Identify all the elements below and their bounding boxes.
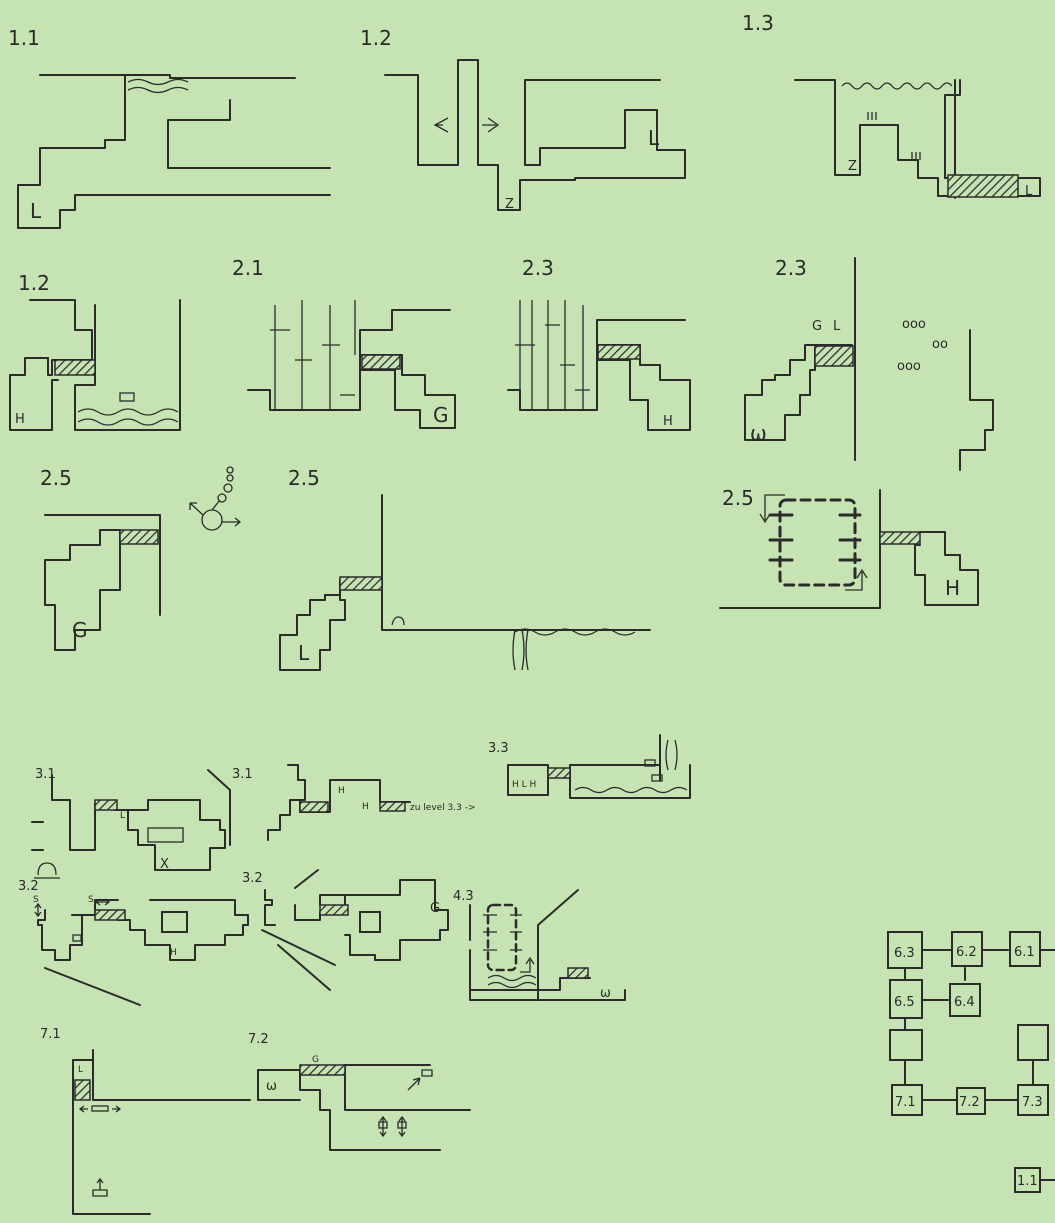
map-node-label: 1.1: [1017, 1174, 1038, 1189]
map-node-6-5: 6.5: [890, 980, 922, 1018]
sketch-label: 4.3: [453, 889, 474, 904]
sketch-1-3: 1.3 Z L: [742, 11, 1040, 199]
map-node-label: 6.1: [1014, 945, 1035, 960]
letter: H: [15, 412, 25, 427]
sketch-1-2-top: 1.2 L Z: [360, 26, 685, 212]
level-map: 6.3 6.2 6.1 6.5 6.4 7.1: [888, 932, 1055, 1192]
sketch-label: 3.2: [242, 871, 263, 886]
sketch-2-5c: 2.5 H: [720, 486, 978, 608]
letter: G: [312, 1055, 319, 1065]
map-node-1-1: 1.1: [1015, 1168, 1040, 1192]
map-node-6-2: 6.2: [952, 932, 982, 966]
dots: ooo: [902, 317, 926, 332]
sketch-label: 3.3: [488, 741, 509, 756]
letter: ω: [750, 421, 767, 445]
sketch-2-5a: 2.5 G: [40, 466, 240, 650]
sketch-label: 2.5: [40, 466, 72, 490]
letter: H: [663, 414, 673, 429]
letter: L: [648, 126, 660, 150]
letter: ω: [266, 1079, 277, 1094]
letter: H L H: [512, 780, 536, 790]
letter: G: [72, 618, 88, 642]
sketch-label: 1.3: [742, 11, 774, 35]
letter: G: [433, 403, 449, 427]
sketch-label: 1.2: [360, 26, 392, 50]
map-node-blank-right: [1018, 1025, 1048, 1060]
map-node-label: 6.5: [894, 995, 915, 1010]
sketch-3-2b: 3.2 G: [242, 870, 448, 990]
letter: L: [833, 319, 841, 334]
dots: ooo: [897, 359, 921, 374]
sketch-label: 1.2: [18, 271, 50, 295]
sketch-label: 2.3: [522, 256, 554, 280]
map-node-label: 6.4: [954, 995, 975, 1010]
sketch-2-5b: 2.5 L: [280, 466, 650, 670]
dots: oo: [932, 337, 948, 352]
map-node-label: 7.1: [895, 1095, 916, 1110]
sketch-7-2: 7.2 G ω: [248, 1032, 470, 1150]
sketch-3-1b: 3.1 H H zu level 3.3 ->: [232, 765, 476, 840]
map-node-blank-left: [890, 1030, 922, 1060]
letter: L: [120, 811, 125, 821]
letter: H: [945, 576, 960, 600]
sketch-label: 2.5: [288, 466, 320, 490]
map-node-label: 7.2: [959, 1095, 980, 1110]
sketch-2-1: 2.1 G: [232, 256, 455, 428]
annotation: zu level 3.3 ->: [410, 803, 476, 813]
sketch-label: 1.1: [8, 26, 40, 50]
letter: Z: [505, 197, 514, 212]
sketch-1-2-mid: 1.2 H: [10, 271, 180, 430]
sketch-3-2a: 3.2 S S H: [18, 879, 248, 1005]
map-node-6-1: 6.1: [1010, 932, 1040, 966]
map-node-6-4: 6.4: [950, 984, 980, 1016]
sketch-3-1a: 3.1 L X: [32, 767, 230, 878]
letter: S: [88, 895, 94, 905]
letter: G: [430, 901, 440, 916]
sketch-2-3a: 2.3 H: [508, 256, 690, 430]
sketch-2-3b: 2.3 G L ω ooo oo ooo: [745, 256, 993, 470]
sketch-1-1: 1.1 L: [8, 26, 330, 228]
map-node-label: 7.3: [1022, 1095, 1043, 1110]
letter: L: [298, 641, 310, 665]
sketch-4-3: 4.3 ω: [453, 889, 625, 1001]
sketch-label: 3.2: [18, 879, 39, 894]
sketch-label: 3.1: [232, 767, 253, 782]
sketch-label: 2.5: [722, 486, 754, 510]
letter: L: [1025, 184, 1033, 199]
map-node-6-3: 6.3: [888, 932, 922, 968]
letter: G: [812, 319, 822, 334]
sketch-label: 7.1: [40, 1027, 61, 1042]
map-node-label: 6.2: [956, 945, 977, 960]
letter: X: [160, 857, 169, 872]
map-node-7-2: 7.2: [957, 1088, 985, 1114]
letter: H: [362, 802, 369, 812]
sketch-3-3: 3.3 H L H: [488, 735, 690, 798]
letter: ω: [600, 986, 611, 1001]
letter: H: [338, 786, 345, 796]
sketch-label: 2.3: [775, 256, 807, 280]
letter: L: [30, 199, 42, 223]
map-node-label: 6.3: [894, 946, 915, 961]
map-node-7-1: 7.1: [892, 1085, 922, 1115]
letter: L: [78, 1065, 83, 1075]
sketch-label: 2.1: [232, 256, 264, 280]
map-node-7-3: 7.3: [1018, 1085, 1048, 1115]
sketch-label: 7.2: [248, 1032, 269, 1047]
letter: Z: [848, 159, 857, 174]
sketch-7-1: 7.1 L: [40, 1027, 250, 1214]
letter: H: [170, 948, 177, 958]
